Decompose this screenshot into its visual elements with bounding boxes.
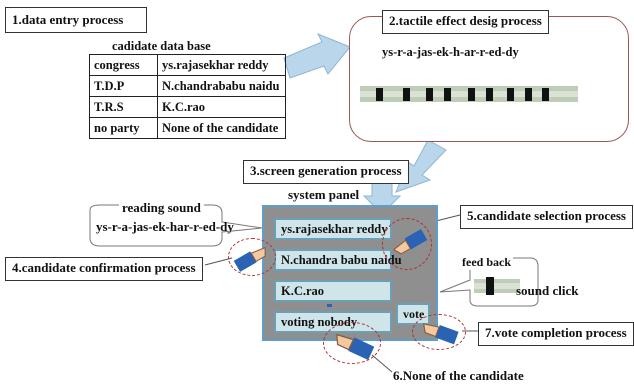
pointing-hand-icon	[422, 323, 459, 345]
stage-vote-completion: 7.vote completion process	[478, 322, 634, 346]
stage-none-candidate: 6.None of the candidate	[393, 368, 524, 383]
selection-highlight	[382, 218, 432, 270]
confirmation-highlight	[228, 238, 276, 276]
database-title: cadidate data base	[112, 39, 211, 53]
party-cell: T.D.P	[89, 75, 158, 97]
nobody-indicator	[327, 304, 332, 307]
confirmation-connector	[204, 257, 233, 266]
candidate-button-1[interactable]: ys.rajasekhar reddy	[274, 218, 392, 240]
candidate-cell: None of the candidate	[157, 117, 286, 139]
pointing-hand-icon	[392, 228, 428, 255]
nobody-highlight	[323, 322, 381, 364]
candidate-button-3[interactable]: K.C.rao	[274, 280, 392, 302]
none-connector	[371, 354, 393, 373]
tactile-text: ys-r-a-jas-ek-h-ar-r-ed-dy	[382, 45, 519, 59]
pointing-hand-icon	[233, 246, 266, 272]
arrow-to-tactile	[283, 33, 351, 79]
tactile-strip	[360, 86, 578, 102]
party-cell: no party	[89, 117, 158, 139]
party-cell: T.R.S	[89, 96, 158, 118]
party-cell: congress	[89, 54, 158, 76]
candidate-button-2[interactable]: N.chandra babu naidu	[274, 249, 402, 271]
panel-title: system panel	[288, 187, 360, 202]
stage-candidate-confirmation: 4.candidate confirmation process	[5, 257, 203, 281]
candidate-cell: K.C.rao	[157, 96, 286, 118]
stage-screen-generation: 3.screen generation process	[243, 160, 409, 184]
candidate-cell: N.chandrababu naidu	[157, 75, 286, 97]
tactile-box	[349, 16, 629, 142]
reading-sound-text: ys-r-a-jas-ek-har-r-ed-dy	[96, 219, 234, 234]
stage-candidate-selection: 5.candidate selection process	[460, 205, 633, 229]
pointing-hand-icon	[336, 333, 375, 361]
reading-sound-label: reading sound	[119, 200, 204, 216]
feedback-key-icon	[474, 277, 520, 295]
feedback-label: feed back	[460, 255, 513, 270]
sound-click-label: sound click	[516, 283, 579, 298]
stage-tactile: 2.tactile effect desig process	[382, 10, 549, 34]
candidate-cell: ys.rajasekhar reddy	[157, 54, 286, 76]
stage-data-entry: 1.data entry process	[5, 7, 147, 33]
vote-highlight	[412, 314, 466, 350]
